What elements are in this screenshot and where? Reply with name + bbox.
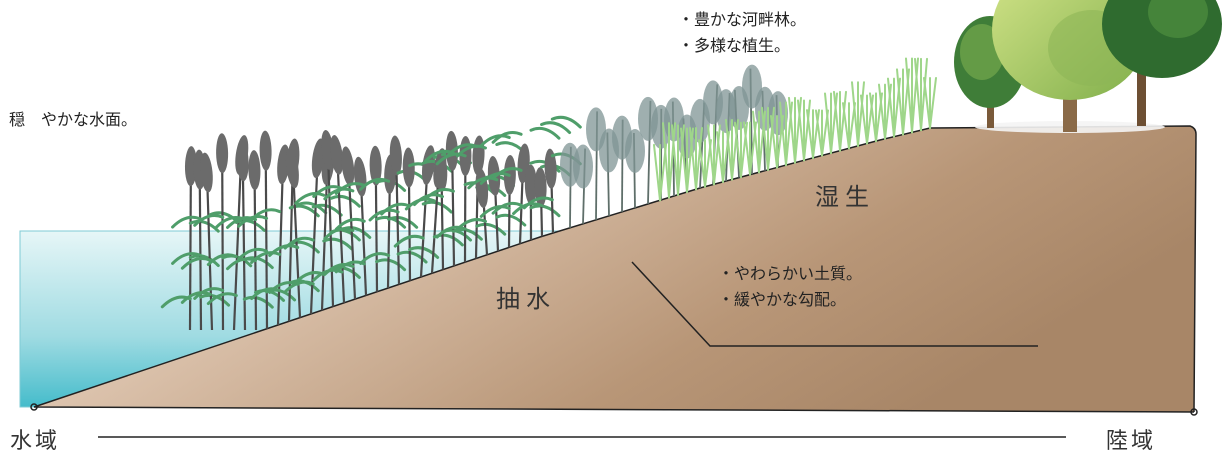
reed <box>323 146 357 300</box>
grass-tuft <box>869 92 883 143</box>
tree-trunk-right <box>1137 50 1146 126</box>
land-area-label: 陸域 <box>1106 429 1157 454</box>
reed <box>380 147 440 281</box>
tree-crown-right-highlight <box>1148 0 1208 38</box>
grass-tuft <box>806 109 820 159</box>
slope-callout-line <box>631 261 1038 347</box>
shrub <box>573 144 593 224</box>
reed <box>359 154 419 289</box>
grass-tuft <box>914 57 928 132</box>
grass-tuft <box>896 68 910 136</box>
grass-tuft <box>653 143 667 202</box>
grass-tuft <box>761 106 775 171</box>
grass-tuft <box>725 118 739 181</box>
grass-tuft <box>923 76 937 129</box>
grass-tuft <box>752 110 766 174</box>
wet-zone-label: 湿生 <box>815 183 875 211</box>
bank-right-point <box>1190 408 1198 416</box>
grass-tuft <box>779 101 793 167</box>
wet-grasses <box>653 57 937 202</box>
water-area-label: 水域 <box>10 429 61 454</box>
grass-tuft <box>680 127 694 193</box>
grass-tuft <box>815 109 829 157</box>
soil-note-1: ・やわらかい土質。 <box>718 264 863 283</box>
grass-tuft <box>734 121 748 179</box>
grass-tuft <box>833 90 847 152</box>
grass-tuft <box>788 96 802 164</box>
grass-tuft <box>887 77 901 138</box>
bank-outline <box>33 125 1197 413</box>
grass-tuft <box>797 99 811 162</box>
grass-tuft <box>662 122 676 199</box>
reed <box>250 144 290 326</box>
bank-left-point <box>30 403 38 411</box>
grass-tuft <box>860 94 874 145</box>
grass-tuft <box>842 102 856 150</box>
reed <box>423 130 483 266</box>
forest-note-1: ・豊かな河畔林。 <box>678 10 807 29</box>
grass-tuft <box>671 124 685 196</box>
grass-tuft <box>851 81 865 147</box>
calm-water-note: 穏 やかな水面。 <box>9 110 138 129</box>
reed <box>268 148 328 318</box>
riparian-trees <box>954 0 1222 132</box>
grass-tuft <box>707 124 721 186</box>
reed <box>160 146 220 331</box>
grass-tuft <box>689 127 703 191</box>
soil-bank <box>34 126 1196 412</box>
emergent-zone-label: 抽水 <box>496 285 556 313</box>
grass-tuft <box>878 83 892 140</box>
grass-tuft <box>824 92 838 155</box>
shrub <box>625 128 645 208</box>
forest-note-2: ・多様な植生。 <box>678 36 791 55</box>
soil-note-2: ・緩やかな勾配。 <box>718 290 847 309</box>
grass-tuft <box>905 57 919 134</box>
